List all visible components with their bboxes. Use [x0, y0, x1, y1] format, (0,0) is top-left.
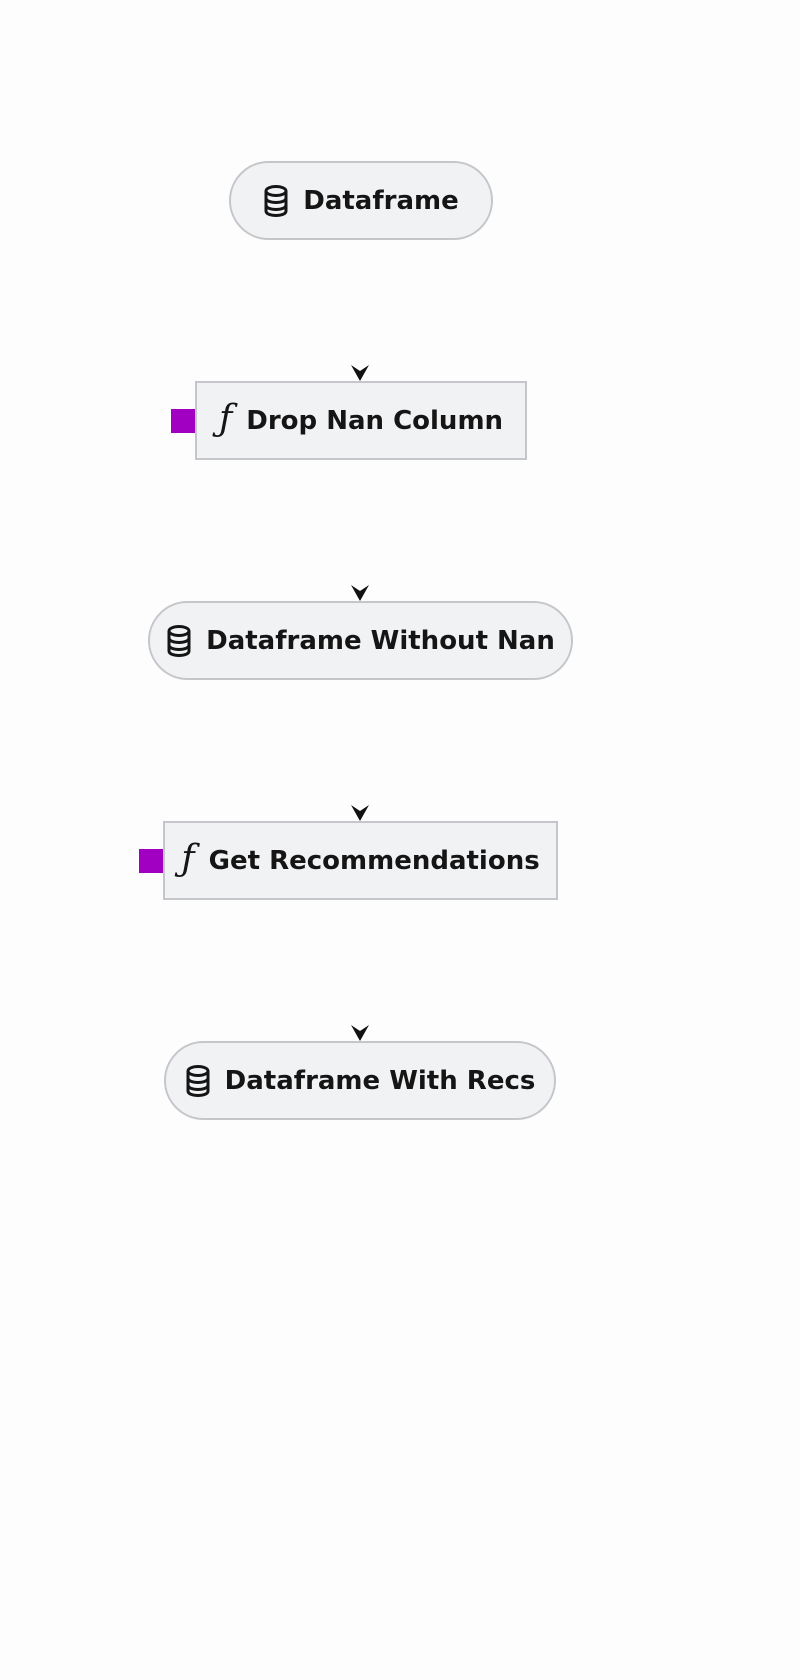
function-marker [139, 849, 163, 873]
database-icon [185, 1064, 211, 1097]
node-label: Dataframe [303, 185, 459, 216]
node-label: Dataframe Without Nan [206, 625, 555, 656]
node-label: Drop Nan Column [246, 405, 504, 436]
edge-arrowhead [351, 585, 369, 601]
function-icon: ƒ [181, 837, 195, 879]
edge-arrowhead [351, 805, 369, 821]
function-marker [171, 409, 195, 433]
edge-arrowhead [351, 1025, 369, 1041]
node-drop-nan-column[interactable]: ƒ Drop Nan Column [195, 381, 527, 460]
node-get-recommendations[interactable]: ƒ Get Recommendations [163, 821, 558, 900]
node-label: Dataframe With Recs [224, 1065, 536, 1096]
node-dataframe[interactable]: Dataframe [229, 161, 493, 240]
node-label: Get Recommendations [208, 845, 540, 876]
function-icon: ƒ [218, 397, 233, 439]
database-icon [263, 184, 289, 217]
node-dataframe-without-nan[interactable]: Dataframe Without Nan [148, 601, 573, 680]
node-dataframe-with-recs[interactable]: Dataframe With Recs [164, 1041, 556, 1120]
edge-arrowhead [351, 365, 369, 381]
database-icon [166, 624, 192, 657]
